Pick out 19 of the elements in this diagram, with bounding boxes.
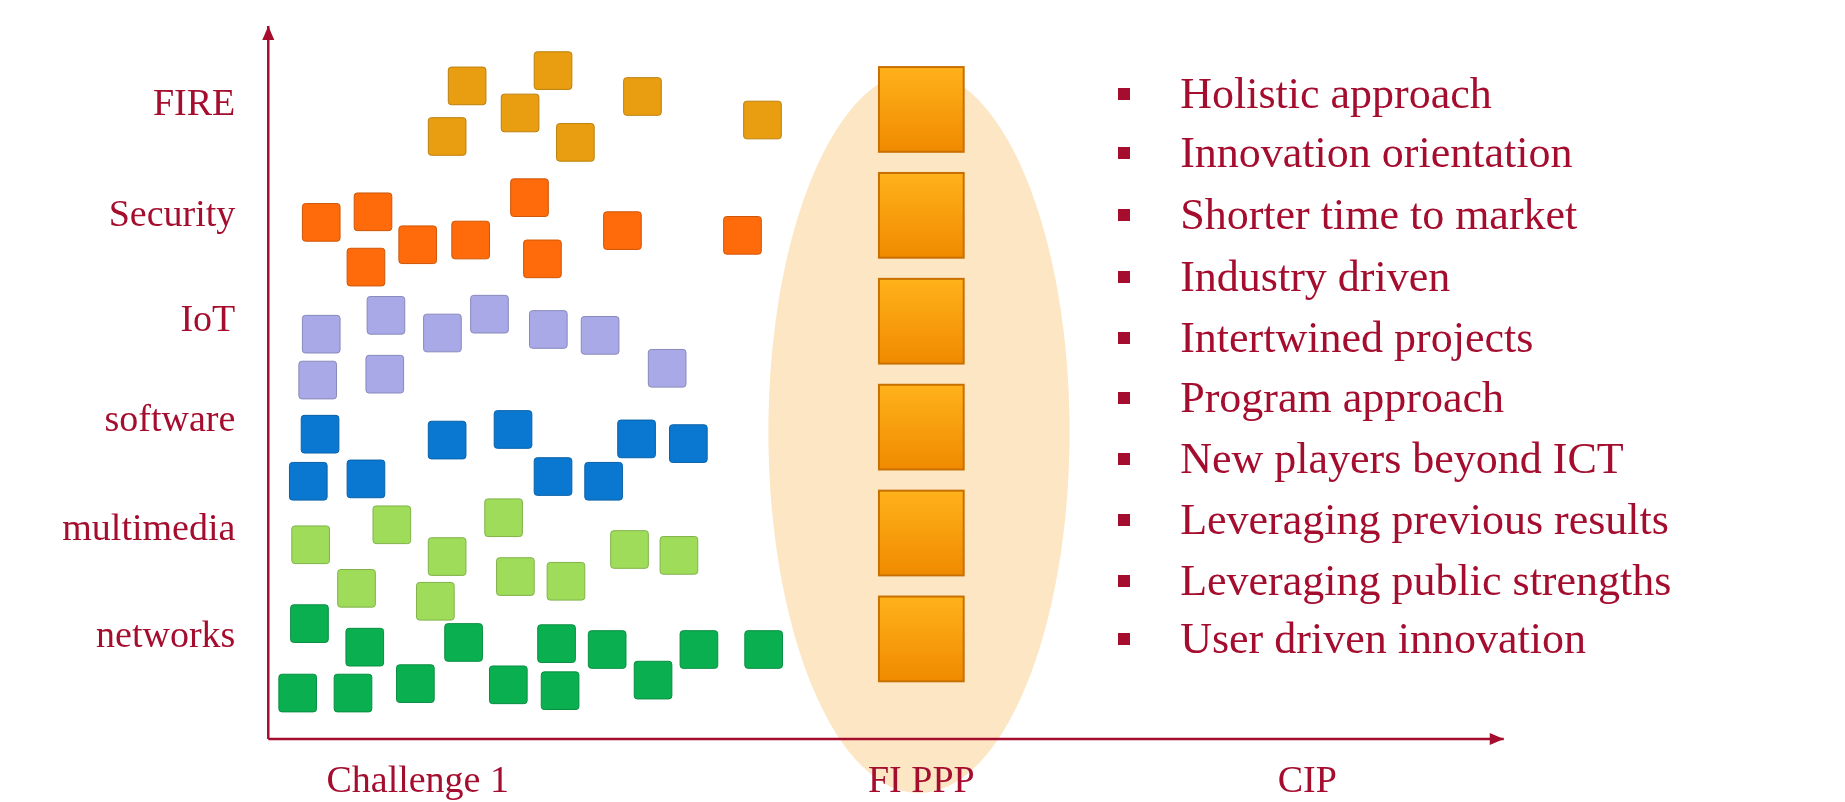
list-item: User driven innovation <box>1180 616 1586 661</box>
list-item: Shorter time to market <box>1180 193 1578 238</box>
list-item: New players beyond ICT <box>1180 436 1624 481</box>
axis-label: FIRE <box>153 83 236 122</box>
list-item: Leveraging public strengths <box>1180 559 1672 604</box>
axis-label: IoT <box>180 298 236 337</box>
list-item: Program approach <box>1180 375 1504 420</box>
axis-label: CIP <box>1277 759 1337 798</box>
axis-label: Security <box>108 193 236 232</box>
axis-label: networks <box>96 615 236 654</box>
axis-label: FI PPP <box>867 759 975 798</box>
axis-label: multimedia <box>62 508 236 547</box>
list-item: Holistic approach <box>1180 72 1492 117</box>
axis-label: software <box>104 398 236 437</box>
list-item: Innovation orientation <box>1180 130 1573 175</box>
list-item: Leveraging previous results <box>1180 498 1669 543</box>
axis-label: Challenge 1 <box>326 759 509 798</box>
list-item: Industry driven <box>1180 254 1451 299</box>
list-item: Intertwined projects <box>1180 315 1534 360</box>
